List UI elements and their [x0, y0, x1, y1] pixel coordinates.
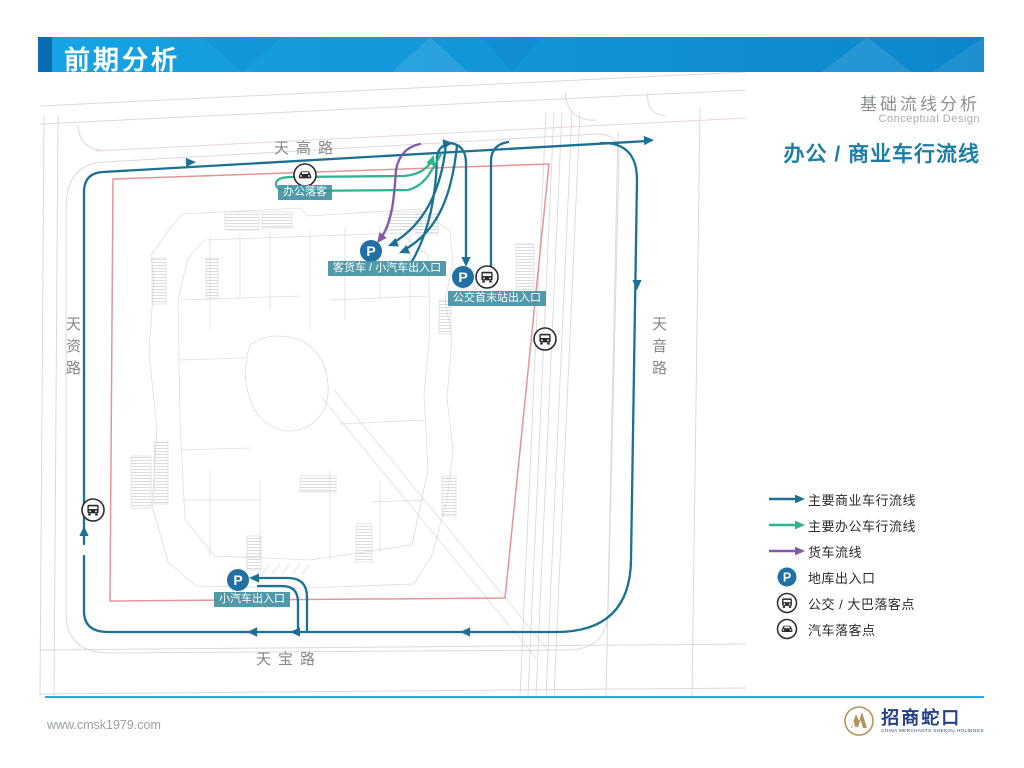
truck-flow-line	[379, 142, 422, 240]
parking-icon: P	[227, 569, 249, 591]
legend-row-truck: 货车流线	[766, 538, 916, 564]
svg-text:P: P	[233, 572, 242, 588]
legend-label: 公交 / 大巴落客点	[808, 596, 915, 612]
section-title: 办公 / 商业车行流线	[783, 143, 980, 166]
section-subtitle-en: Conceptual Design	[878, 113, 980, 125]
road-label-top: 天高路	[274, 140, 341, 157]
office-flow-line	[274, 152, 443, 193]
truck-car-entrance-label: 客货车 / 小汽车出入口	[328, 261, 447, 276]
office-arrow-icon	[766, 519, 808, 531]
legend-row-parking: P 地库出入口	[766, 564, 916, 590]
banner-accent-bar	[38, 37, 52, 72]
website-url: www.cmsk1979.com	[47, 718, 161, 732]
rail-lines	[519, 111, 581, 697]
page-title: 前期分析	[64, 45, 181, 72]
road-label-right: 天音路	[650, 316, 667, 382]
car-entrance-label: 小汽车出入口	[214, 592, 290, 607]
bus-icon	[766, 591, 808, 615]
road-network	[39, 71, 747, 697]
commercial-flow-lines	[82, 139, 650, 634]
commercial-arrow-icon	[766, 493, 808, 505]
car-icon	[766, 617, 808, 641]
legend-label: 主要商业车行流线	[808, 492, 917, 508]
parking-icon: P	[452, 266, 474, 288]
legend-row-car: 汽车落客点	[766, 616, 916, 642]
svg-text:P: P	[458, 269, 467, 285]
logo-emblem-icon	[844, 706, 875, 736]
banner-pattern	[202, 37, 984, 72]
legend: 主要商业车行流线 主要办公车行流线 货车流线 P 地库出入口	[766, 486, 916, 642]
car-dropoff-icon	[293, 163, 317, 187]
legend-label: 汽车落客点	[808, 622, 876, 638]
logo-name-en: CHINA MERCHANTS SHEKOU HOLDINGS	[881, 728, 984, 733]
parking-icon: P	[360, 240, 382, 262]
legend-row-bus: 公交 / 大巴落客点	[766, 590, 916, 616]
truck-arrow-icon	[766, 545, 808, 557]
svg-text:P: P	[783, 571, 791, 585]
bus-icon	[81, 498, 105, 522]
company-logo: 招商蛇口 CHINA MERCHANTS SHEKOU HOLDINGS	[843, 705, 984, 737]
legend-label: 地库出入口	[808, 570, 876, 586]
legend-label: 货车流线	[808, 544, 863, 560]
svg-text:P: P	[366, 243, 375, 259]
bus-icon	[475, 265, 499, 289]
bus-icon	[533, 327, 557, 351]
logo-name-cn: 招商蛇口	[881, 708, 962, 728]
section-subtitle-cn: 基础流线分析	[860, 95, 980, 114]
banner: 前期分析	[52, 37, 984, 72]
site-boundary	[109, 163, 550, 602]
parking-icon: P	[766, 565, 808, 589]
legend-row-office: 主要办公车行流线	[766, 512, 916, 538]
bus-terminal-entrance-label: 公交首末站出入口	[448, 291, 546, 306]
road-centerline	[94, 117, 747, 152]
road-label-bottom: 天宝路	[256, 651, 323, 668]
legend-row-commercial: 主要商业车行流线	[766, 486, 916, 512]
office-dropoff-label: 办公落客	[278, 185, 332, 200]
road-label-left: 天资路	[64, 316, 81, 382]
footer-divider	[45, 696, 984, 698]
legend-label: 主要办公车行流线	[808, 518, 917, 534]
